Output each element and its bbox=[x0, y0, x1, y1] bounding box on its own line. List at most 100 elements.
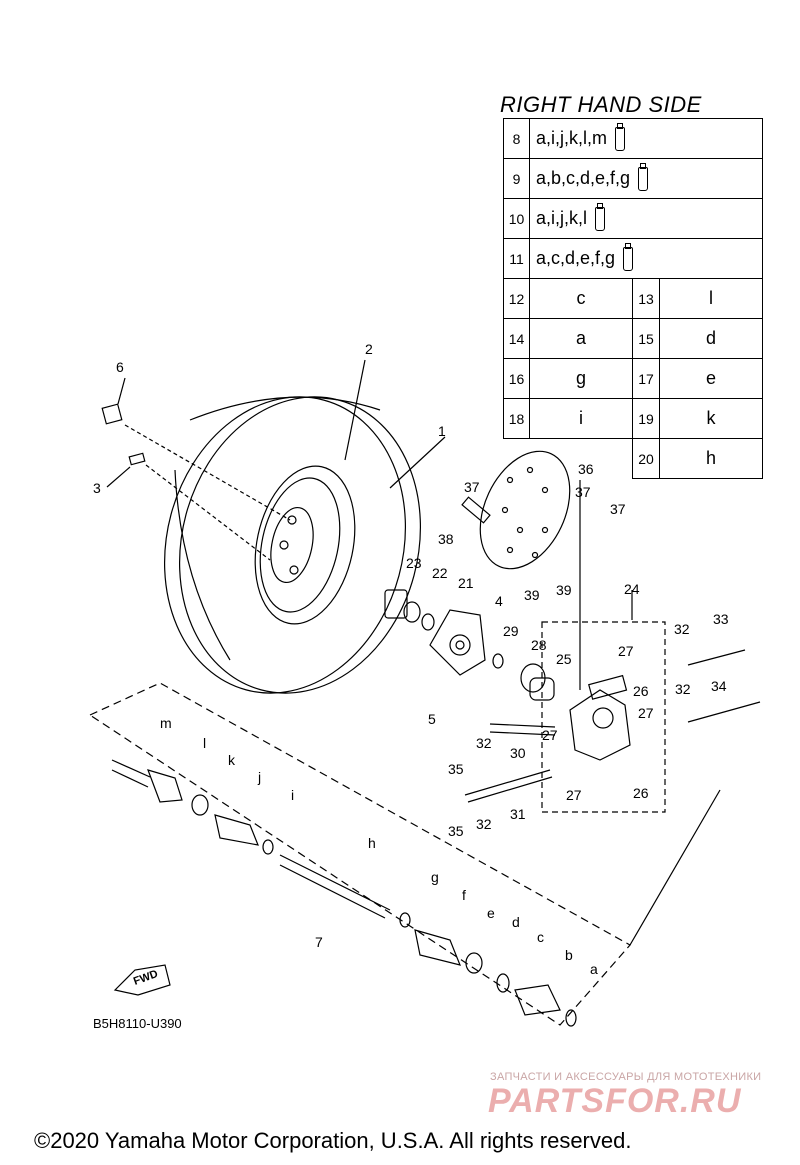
label-27-right: 27 bbox=[638, 705, 654, 721]
label-5: 5 bbox=[428, 711, 436, 727]
table-row: 20 h bbox=[504, 438, 763, 479]
ref-value: a,c,d,e,f,g bbox=[529, 238, 763, 279]
label-27-upper: 27 bbox=[618, 643, 634, 659]
label-27-mid: 27 bbox=[542, 727, 558, 743]
label-b: b bbox=[565, 947, 573, 963]
label-28: 28 bbox=[531, 637, 547, 653]
label-32-a: 32 bbox=[674, 621, 690, 637]
watermark-subtitle: ЗАПЧАСТИ И АКСЕССУАРЫ ДЛЯ МОТОТЕХНИКИ bbox=[490, 1071, 762, 1083]
ref-number: 17 bbox=[631, 358, 661, 399]
label-39-b: 39 bbox=[556, 582, 572, 598]
ref-value: e bbox=[659, 358, 763, 399]
label-37-c: 37 bbox=[610, 501, 626, 517]
hub-drawing bbox=[429, 609, 486, 676]
label-h: h bbox=[368, 835, 376, 851]
table-row: 8 a,i,j,k,l,m bbox=[503, 118, 763, 159]
label-37-b: 37 bbox=[575, 484, 591, 500]
tire-drawing bbox=[163, 396, 422, 694]
label-7: 7 bbox=[315, 934, 323, 950]
table-title: RIGHT HAND SIDE bbox=[500, 92, 702, 117]
part-labels: 1 2 3 4 5 6 7 21 22 23 24 25 26 26 27 27… bbox=[93, 341, 729, 988]
label-32-d: 32 bbox=[476, 816, 492, 832]
knuckle-drawing bbox=[492, 653, 631, 761]
watermark-logo: PARTSFOR.RU bbox=[488, 1082, 742, 1120]
label-39-a: 39 bbox=[524, 587, 540, 603]
table-row: 12 c 13 l bbox=[503, 278, 763, 319]
table-row: 9 a,b,c,d,e,f,g bbox=[503, 158, 763, 199]
wheel-rim-drawing bbox=[254, 465, 356, 625]
table-row: 18 i 19 k bbox=[503, 398, 763, 439]
label-25: 25 bbox=[556, 651, 572, 667]
label-3: 3 bbox=[93, 480, 101, 496]
label-24: 24 bbox=[624, 581, 640, 597]
ref-number: 12 bbox=[503, 278, 530, 319]
ref-number: 20 bbox=[631, 438, 661, 479]
ref-number: 11 bbox=[503, 238, 530, 279]
ref-number: 8 bbox=[503, 118, 530, 159]
label-35-a: 35 bbox=[448, 761, 464, 777]
label-30: 30 bbox=[510, 745, 526, 761]
fwd-label: FWD bbox=[132, 968, 160, 988]
ref-number: 14 bbox=[503, 318, 530, 359]
ref-value: l bbox=[659, 278, 763, 319]
table-row: 10 a,i,j,k,l bbox=[503, 198, 763, 239]
ref-number: 16 bbox=[503, 358, 530, 399]
ref-number: 18 bbox=[503, 398, 530, 439]
label-2: 2 bbox=[365, 341, 373, 357]
ref-number: 19 bbox=[631, 398, 661, 439]
label-32-b: 32 bbox=[675, 681, 691, 697]
label-26-upper: 26 bbox=[633, 683, 649, 699]
copyright-notice: ©2020 Yamaha Motor Corporation, U.S.A. A… bbox=[34, 1128, 632, 1153]
ref-value: a bbox=[529, 318, 633, 359]
label-23: 23 bbox=[406, 555, 422, 571]
label-m: m bbox=[160, 715, 172, 731]
ref-value: k bbox=[659, 398, 763, 439]
grease-tube-icon bbox=[623, 242, 634, 271]
label-22: 22 bbox=[432, 565, 448, 581]
reference-table: 8 a,i,j,k,l,m 9 a,b,c,d,e,f,g 10 a,i,j,k… bbox=[503, 118, 763, 479]
table-row: 16 g 17 e bbox=[503, 358, 763, 399]
label-i: i bbox=[291, 787, 294, 803]
ref-value: a,b,c,d,e,f,g bbox=[529, 158, 763, 199]
label-31: 31 bbox=[510, 806, 526, 822]
ref-value: g bbox=[529, 358, 633, 399]
label-e: e bbox=[487, 905, 495, 921]
label-26-lower: 26 bbox=[633, 785, 649, 801]
drive-shaft-drawing bbox=[111, 759, 577, 1027]
ref-value: d bbox=[659, 318, 763, 359]
label-27-lower: 27 bbox=[566, 787, 582, 803]
ref-value: c bbox=[529, 278, 633, 319]
ref-value: h bbox=[659, 438, 763, 479]
label-38: 38 bbox=[438, 531, 454, 547]
diagram-code: B5H8110-U390 bbox=[93, 1016, 182, 1031]
grease-tube-icon bbox=[638, 162, 649, 191]
empty-cell bbox=[504, 439, 530, 479]
ref-number: 13 bbox=[631, 278, 661, 319]
ref-value: a,i,j,k,l,m bbox=[529, 118, 763, 159]
label-35-b: 35 bbox=[448, 823, 464, 839]
label-34: 34 bbox=[711, 678, 727, 694]
label-g: g bbox=[431, 869, 439, 885]
label-37-a: 37 bbox=[464, 479, 480, 495]
table-row: 14 a 15 d bbox=[503, 318, 763, 359]
label-6: 6 bbox=[116, 359, 124, 375]
label-d: d bbox=[512, 914, 520, 930]
label-33: 33 bbox=[713, 611, 729, 627]
grease-tube-icon bbox=[595, 202, 606, 231]
valve-and-nut-drawing bbox=[101, 403, 291, 561]
label-j: j bbox=[257, 769, 261, 785]
label-a: a bbox=[590, 961, 598, 977]
grease-tube-icon bbox=[615, 122, 626, 151]
label-1: 1 bbox=[438, 423, 446, 439]
empty-cell bbox=[529, 438, 633, 479]
label-21: 21 bbox=[458, 575, 474, 591]
label-k: k bbox=[228, 752, 236, 768]
label-32-c: 32 bbox=[476, 735, 492, 751]
label-4: 4 bbox=[495, 593, 503, 609]
label-f: f bbox=[462, 887, 466, 903]
ref-value: i bbox=[529, 398, 633, 439]
label-c: c bbox=[537, 929, 544, 945]
table-row: 11 a,c,d,e,f,g bbox=[503, 238, 763, 279]
